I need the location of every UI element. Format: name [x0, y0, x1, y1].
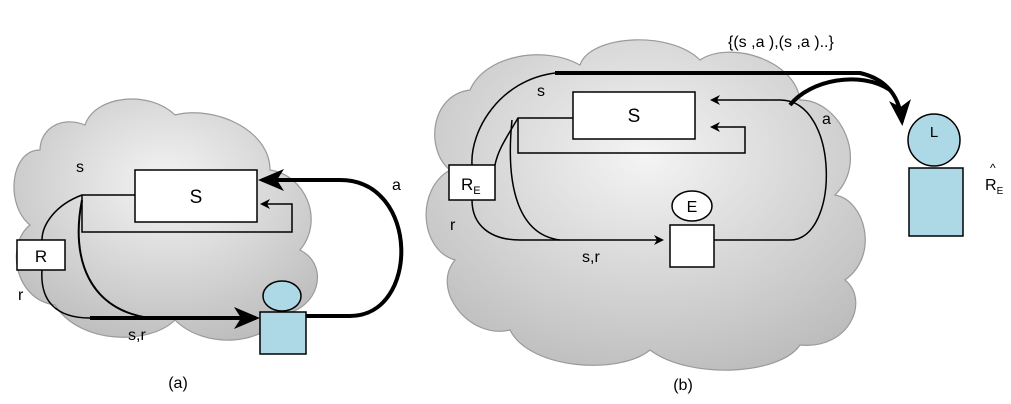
reward-to-env-line-b	[471, 199, 664, 245]
state-box-label-a: S	[190, 187, 203, 208]
state-to-env-curve-b	[509, 119, 561, 241]
label-a-b: a	[822, 111, 831, 128]
reward-box-b	[448, 164, 496, 201]
reward-box-label-a: R	[35, 247, 47, 266]
learned-reward-b: RE	[985, 177, 1004, 197]
action-to-learner-arc-b	[788, 77, 892, 107]
caption-b: (b)	[673, 377, 693, 394]
label-r-a: r	[18, 287, 24, 304]
learned-reward-sub-b: E	[997, 186, 1004, 197]
state-to-reward-curve-b	[471, 72, 556, 166]
env-agent-label-b: E	[687, 199, 698, 216]
reward-box-label-b: RE	[461, 175, 481, 197]
state-box-label-b: S	[628, 106, 641, 127]
reward-to-agent-line-a	[41, 269, 230, 319]
learner-body-b	[908, 167, 964, 237]
learned-reward-hat-b: ^	[990, 161, 996, 175]
environment-cloud-b	[425, 39, 866, 371]
agent-body-a	[259, 311, 307, 355]
state-loop-line-b	[517, 118, 746, 154]
trajectory-label-b: {(s ,a ),(s ,a )..}	[728, 34, 834, 51]
action-arc-a	[258, 169, 404, 318]
env-agent-body-b	[669, 224, 715, 268]
label-sr-b: s,r	[582, 249, 600, 266]
label-sr-a: s,r	[128, 327, 146, 344]
panel-a: S R s r a s,r (a)	[13, 98, 404, 392]
learner-label-b: L	[930, 124, 938, 141]
state-to-agent-curve-a	[77, 199, 151, 319]
state-box-b	[572, 91, 696, 140]
state-box-a	[134, 169, 258, 223]
label-a-a: a	[392, 177, 401, 194]
state-loop-line-a	[81, 195, 293, 233]
learner-head-b	[907, 113, 961, 167]
panel-b: S RE E L ^ RE s r a s,r {(s ,a ),(s ,a )…	[425, 34, 1004, 394]
env-agent-head-b	[671, 190, 713, 222]
label-s-a: s	[76, 159, 84, 176]
agent-head-a	[262, 280, 302, 312]
reward-box-a	[16, 239, 66, 271]
caption-a: (a)	[168, 375, 188, 392]
reward-box-sub-b: E	[473, 185, 480, 197]
label-r-b: r	[450, 217, 456, 234]
label-s-b: s	[537, 83, 545, 100]
